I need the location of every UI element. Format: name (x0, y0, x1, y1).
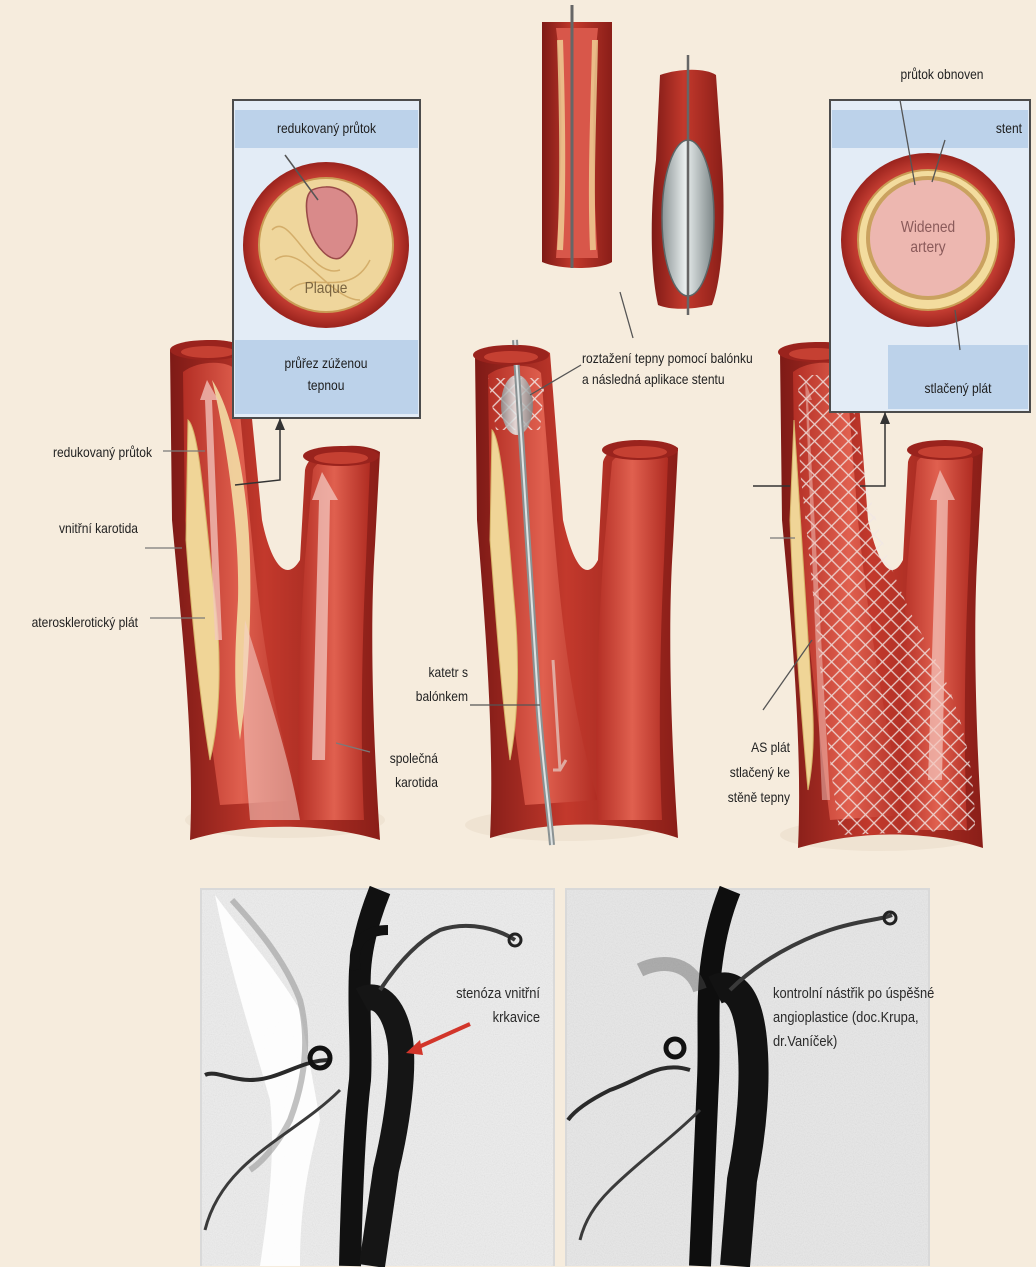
xray-right (565, 888, 930, 1266)
label-atherosclerotic-plaque: aterosklerotický plát (19, 608, 138, 636)
xray-left (200, 888, 555, 1266)
widened-artery-text: Widened artery (888, 218, 967, 258)
label-reduced-flow: redukovaný průtok (21, 442, 152, 463)
middle-top-vessels (542, 5, 724, 315)
left-inset-top-label: redukovaný průtok (248, 118, 405, 139)
label-stenosis: stenóza vnitřní krkavice (454, 982, 540, 1030)
label-as-plaque: AS plát stlačený ke stěně tepny (704, 735, 790, 810)
label-stent: stent (943, 118, 1022, 139)
middle-artery (465, 340, 678, 845)
label-internal-carotid: vnitřní karotida (45, 516, 138, 540)
label-compressed-plaque: stlačený plát (898, 378, 1018, 399)
label-control-injection: kontrolní nástřik po úspěšné angioplasti… (773, 982, 936, 1054)
plaque-word: Plaque (292, 278, 361, 299)
left-inset-bottom-label: průřez zúženou tepnou (269, 352, 383, 396)
right-artery (778, 342, 983, 851)
label-balloon-catheter: katetr s balónkem (394, 660, 468, 708)
label-balloon-dilation: roztažení tepny pomocí balónku a následn… (582, 348, 763, 390)
label-flow-restored: průtok obnoven (865, 64, 1020, 85)
label-common-carotid: společná karotida (376, 746, 438, 794)
